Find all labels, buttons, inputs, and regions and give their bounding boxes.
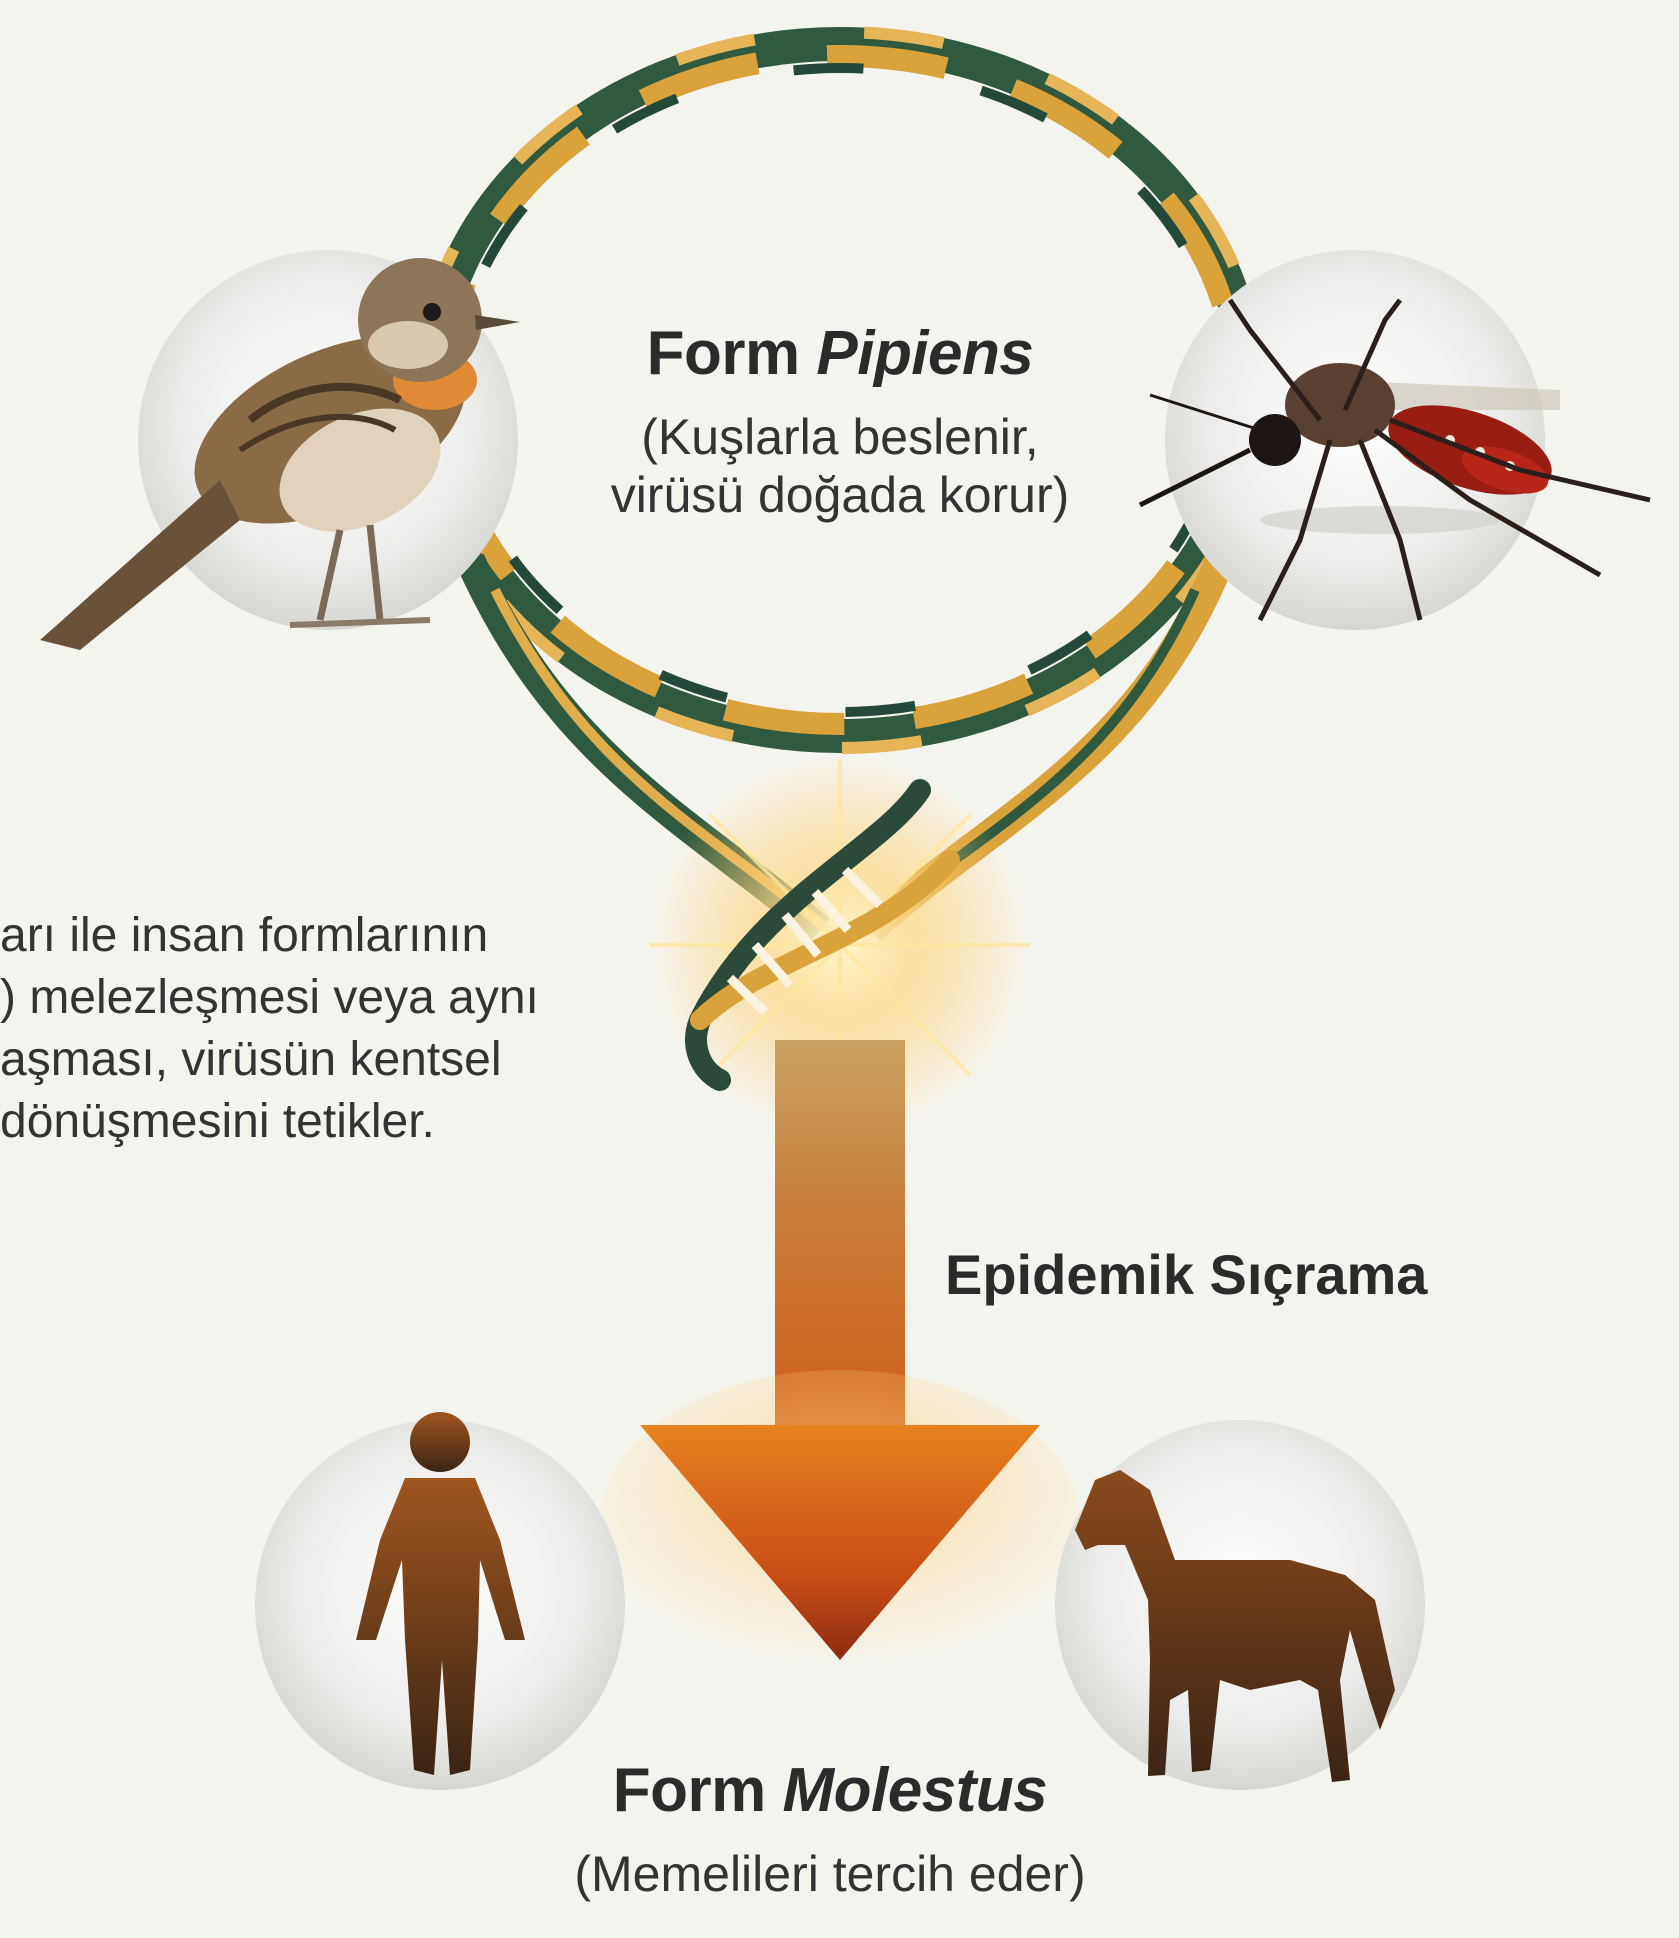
note-line-2: ) melezleşmesi veya aynı	[0, 967, 539, 1029]
human-node	[255, 1412, 625, 1790]
hybridization-note: arı ile insan formlarının ) melezleşmesi…	[0, 905, 539, 1153]
top-form-title: Form Pipiens	[560, 318, 1120, 389]
arrow-label: Epidemik Sıçrama	[945, 1242, 1427, 1307]
top-form-description: (Kuşlarla beslenir, virüsü doğada korur)	[540, 408, 1140, 524]
bottom-form-description: (Memelileri tercih eder)	[480, 1845, 1180, 1903]
epidemic-arrow	[600, 1040, 1080, 1670]
top-form-desc-line-2: virüsü doğada korur)	[540, 466, 1140, 524]
note-line-3: aşması, virüsün kentsel	[0, 1029, 539, 1091]
bird-node	[40, 250, 520, 650]
top-form-desc-line-1: (Kuşlarla beslenir,	[540, 408, 1140, 466]
note-line-1: arı ile insan formlarının	[0, 905, 539, 967]
note-line-4: dönüşmesini tetikler.	[0, 1091, 539, 1153]
horse-node	[1055, 1420, 1425, 1790]
bottom-form-title: Form Molestus	[530, 1755, 1130, 1826]
